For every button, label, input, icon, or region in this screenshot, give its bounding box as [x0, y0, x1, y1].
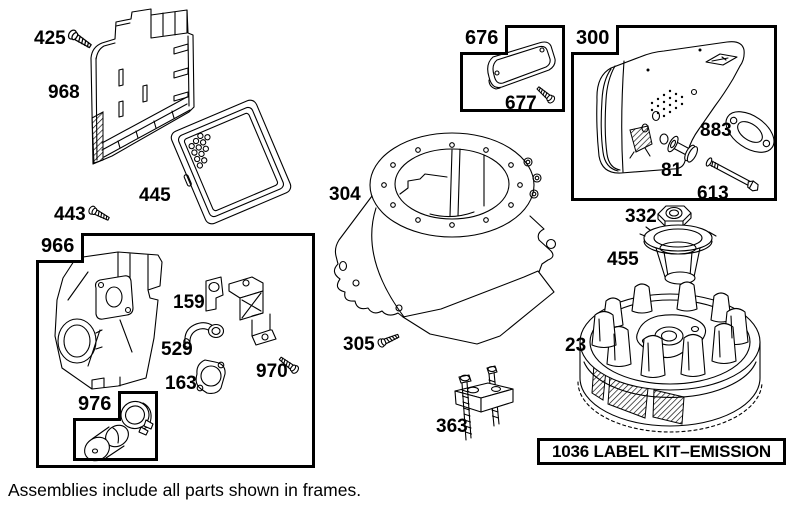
part-455-starter-cup-drawing — [639, 224, 717, 285]
part-label-425: 425 — [34, 28, 66, 49]
part-676-cover-drawing — [487, 41, 556, 90]
part-label-304: 304 — [329, 184, 361, 205]
part-23-flywheel-drawing — [577, 281, 763, 433]
part-label-81: 81 — [661, 160, 683, 181]
part-976-clamp-and-element-drawing — [84, 400, 154, 462]
part-445-air-filter-drawing — [170, 99, 292, 225]
part-443-screw-drawing — [87, 204, 112, 224]
part-425-screw-drawing — [66, 28, 94, 51]
part-label-968: 968 — [48, 82, 80, 103]
part-label-159: 159 — [173, 292, 205, 313]
frame-966: 966 — [36, 233, 315, 468]
part-label-883: 883 — [700, 120, 732, 141]
frame-300: 300 — [571, 25, 777, 201]
part-883-exhaust-gasket-drawing — [725, 111, 775, 153]
part-332-nut-drawing — [657, 205, 692, 227]
part-label-163: 163 — [165, 373, 197, 394]
part-label-529: 529 — [161, 339, 193, 360]
part-label-613: 613 — [697, 183, 729, 204]
part-label-363: 363 — [436, 416, 468, 437]
frame-966-label: 966 — [36, 233, 85, 263]
emission-kit-label-box: 1036 LABEL KIT–EMISSION — [537, 438, 786, 465]
part-613-bolt-drawing — [705, 157, 759, 192]
frame-976: 976 — [73, 391, 158, 461]
part-label-305: 305 — [343, 334, 375, 355]
part-968-air-cleaner-base-drawing — [90, 8, 195, 165]
part-363-bracket-screws-drawing — [454, 365, 514, 441]
part-305-screw-drawing — [376, 331, 401, 349]
part-label-455: 455 — [607, 249, 639, 270]
part-label-677: 677 — [505, 93, 537, 114]
frame-976-label: 976 — [73, 391, 122, 421]
part-label-970: 970 — [256, 361, 288, 382]
part-304-blower-housing-drawing — [333, 132, 557, 345]
part-529-elbow-tube-drawing — [183, 322, 225, 348]
frame-300-label: 300 — [571, 25, 620, 55]
frame-676-label: 676 — [460, 25, 509, 55]
part-163-gasket-drawing — [195, 359, 226, 394]
part-81-spacer-drawing — [667, 135, 699, 163]
part-300-muffler-drawing — [596, 41, 745, 174]
part-label-332: 332 — [625, 206, 657, 227]
frame-676: 676 — [460, 25, 565, 112]
part-label-443: 443 — [54, 204, 86, 225]
part-159-bracket-drawing — [205, 276, 277, 346]
part-966-backplate-drawing — [54, 251, 163, 390]
part-label-23: 23 — [565, 335, 587, 356]
part-label-445: 445 — [139, 185, 171, 206]
footer-note: Assemblies include all parts shown in fr… — [8, 480, 362, 500]
